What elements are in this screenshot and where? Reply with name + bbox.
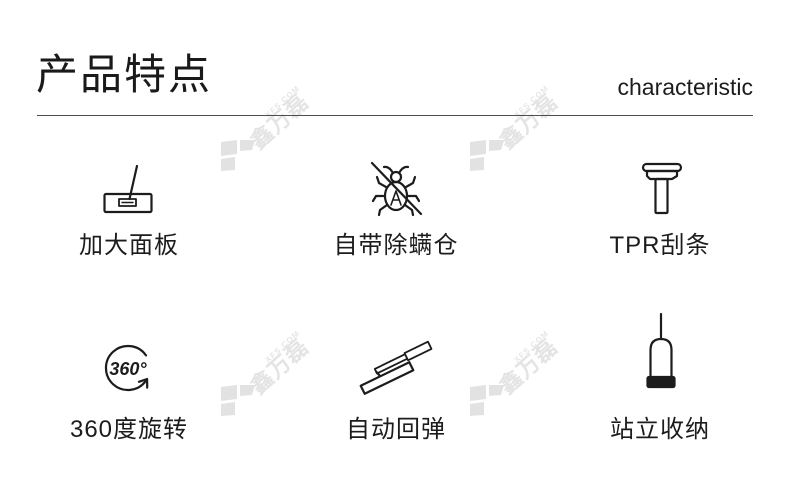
mite-leg xyxy=(371,194,387,203)
mite-antenna xyxy=(397,165,410,175)
feature-item-standing-storage: 站立收纳 xyxy=(550,300,770,460)
header-divider xyxy=(37,115,753,116)
section-subtitle: characteristic xyxy=(617,74,753,100)
watermark-logo-block xyxy=(489,140,504,151)
feature-label: TPR刮条 xyxy=(609,232,711,259)
standing-mop-body xyxy=(649,337,673,380)
folded-mop-grip xyxy=(403,340,433,362)
feature-item-auto-rebound: 自动回弹 xyxy=(286,300,506,460)
watermark-logo-block xyxy=(240,140,255,151)
feature-icon-canvas: 360° xyxy=(104,344,149,392)
feature-icon-canvas xyxy=(359,340,433,395)
squeegee-icon xyxy=(641,162,683,215)
feature-label: 站立收纳 xyxy=(610,416,710,443)
watermark-logo-block xyxy=(470,140,486,156)
feature-label: 360度旋转 xyxy=(69,416,189,443)
feature-icon-canvas xyxy=(103,164,153,214)
feature-item-tpr-squeegee: TPR刮条 xyxy=(550,150,770,275)
feature-label: 自带除螨仓 xyxy=(333,232,459,259)
feature-label: 自动回弹 xyxy=(346,416,446,443)
watermark-logo-block xyxy=(470,402,484,416)
mite-leg xyxy=(377,203,389,217)
section-title: 产品特点 xyxy=(36,51,213,98)
feature-item-enlarged-panel: 加大面板 xyxy=(19,150,239,275)
folded-mop-joint xyxy=(375,370,382,378)
watermark-logo-block xyxy=(489,385,504,396)
folded-mop-plate xyxy=(359,361,415,395)
mite-body-marking xyxy=(390,190,402,206)
mite-leg xyxy=(403,203,415,217)
standing-storage-icon xyxy=(646,312,676,389)
feature-icon-canvas xyxy=(370,161,423,217)
feature-item-360-rotation: 360° 360度旋转 xyxy=(19,300,239,460)
watermark-logo xyxy=(470,385,504,416)
feature-icon-canvas xyxy=(641,162,683,215)
squeegee-stem xyxy=(654,177,669,215)
rotate-360-icon-text: 360° xyxy=(109,359,147,379)
standing-mop-base xyxy=(646,375,676,389)
watermark-logo-block xyxy=(221,157,235,171)
rotate-360-icon: 360° xyxy=(104,344,149,392)
watermark-logo-block xyxy=(221,402,235,416)
feature-label: 加大面板 xyxy=(79,232,179,259)
anti-mite-icon xyxy=(370,161,423,217)
mite-leg xyxy=(404,175,417,189)
watermark-logo-block xyxy=(221,140,237,156)
watermark-logo-block xyxy=(221,385,237,401)
mite-leg xyxy=(405,194,421,203)
auto-rebound-icon xyxy=(359,340,433,395)
prohibition-line xyxy=(370,161,423,216)
mop-connector xyxy=(118,198,137,207)
mite-leg xyxy=(375,175,388,189)
watermark-logo-block xyxy=(470,385,486,401)
flat-mop-icon xyxy=(103,164,153,214)
rotation-arrowhead xyxy=(137,377,149,389)
mite-antenna xyxy=(382,165,395,175)
watermark-logo xyxy=(221,140,255,171)
squeegee-holder xyxy=(645,169,679,181)
mop-plate xyxy=(103,192,153,214)
watermark-logo xyxy=(470,140,504,171)
watermark-logo-block xyxy=(470,157,484,171)
feature-item-anti-mite-compartment: 自带除螨仓 xyxy=(286,150,506,275)
watermark-logo xyxy=(221,385,255,416)
rotation-arc xyxy=(104,344,148,392)
watermark-logo-block xyxy=(240,385,255,396)
feature-icon-canvas xyxy=(646,312,676,389)
